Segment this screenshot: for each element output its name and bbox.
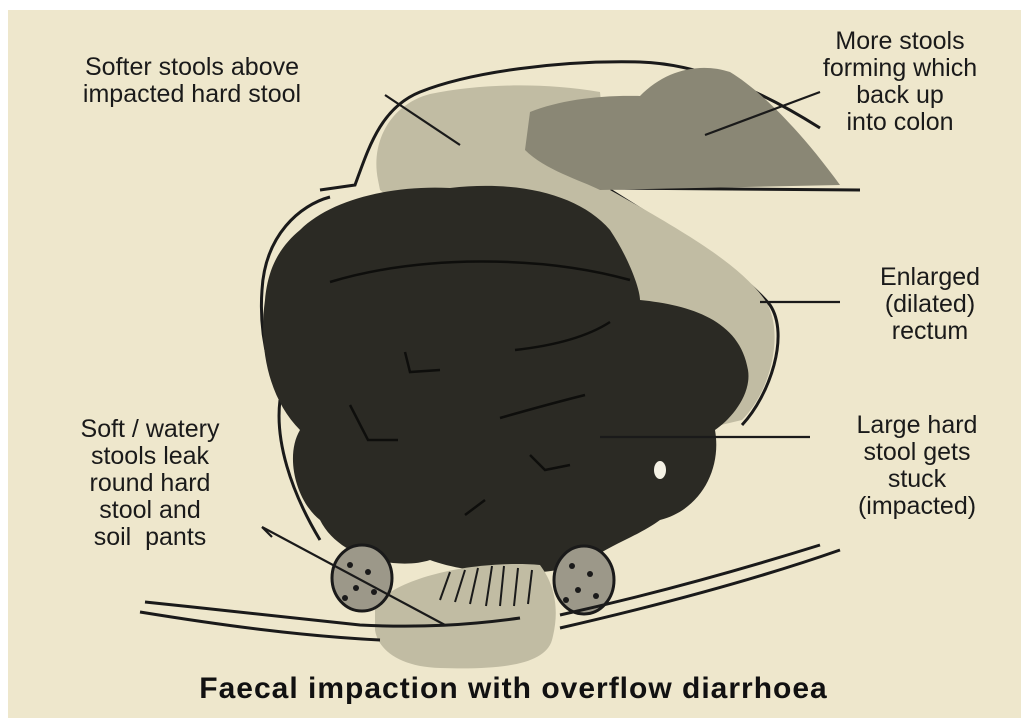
diagram-caption: Faecal impaction with overflow diarrhoea [0, 672, 1027, 706]
label-softer-stools: Softer stools above impacted hard stool [22, 54, 362, 108]
leaking-stool-shape [375, 564, 556, 668]
label-enlarged-rectum: Enlarged (dilated) rectum [840, 264, 1020, 345]
label-more-stools: More stools forming which back up into c… [780, 28, 1020, 136]
label-large-hard-stool: Large hard stool gets stuck (impacted) [812, 412, 1022, 520]
sphincter-muscle-left [332, 545, 392, 611]
label-soft-watery-stools: Soft / watery stools leak round hard sto… [30, 416, 270, 551]
white-fleck [654, 461, 666, 479]
